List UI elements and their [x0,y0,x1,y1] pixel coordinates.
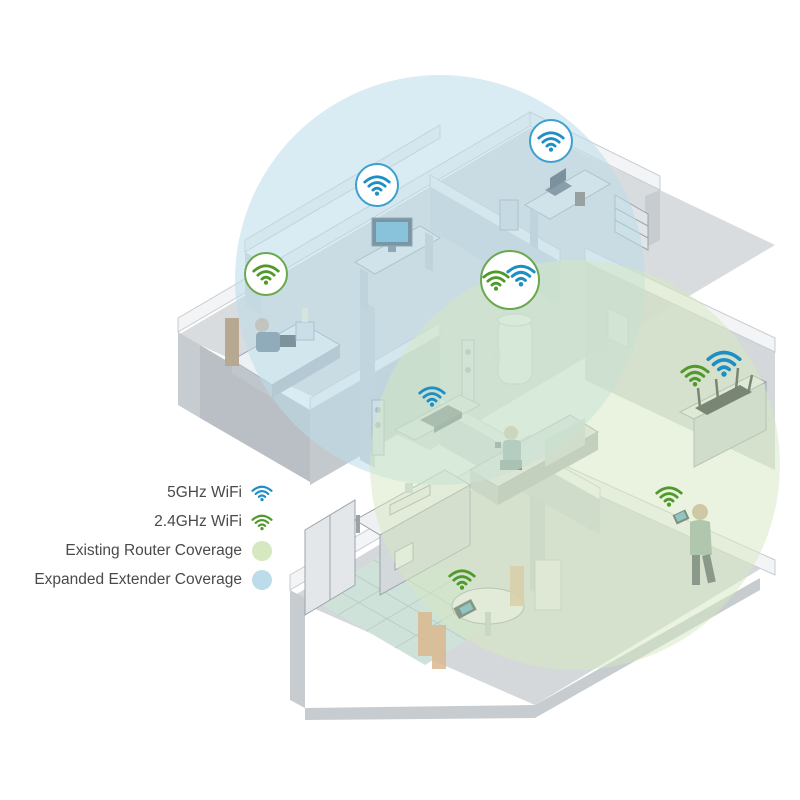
legend-label: Expanded Extender Coverage [34,570,242,588]
legend-label: 2.4GHz WiFi [154,512,242,530]
legend-label: 5GHz WiFi [167,483,242,501]
legend-label: Existing Router Coverage [65,541,242,559]
legend: 5GHz WiFi 2.4GHz WiFi Existing Router Co… [0,478,280,594]
wifi-24ghz-icon [250,510,274,534]
legend-item-router-coverage: Existing Router Coverage [0,536,280,565]
legend-item-24ghz: 2.4GHz WiFi [0,507,280,536]
legend-item-extender-coverage: Expanded Extender Coverage [0,565,280,594]
wifi-badges [244,119,742,591]
legend-item-5ghz: 5GHz WiFi [0,478,280,507]
wifi-5ghz-icon [250,481,274,505]
existing-router-coverage-area [370,260,780,670]
extender-coverage-swatch [250,568,274,592]
router-coverage-swatch [250,539,274,563]
